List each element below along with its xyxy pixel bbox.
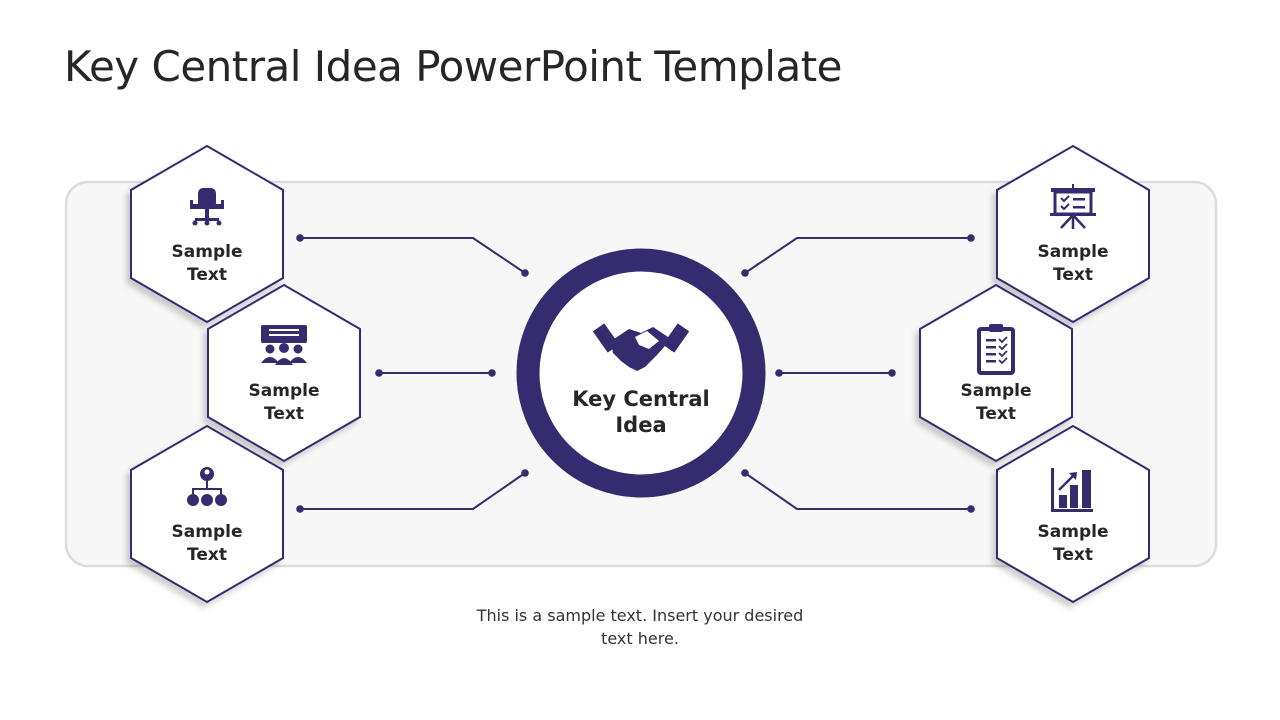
central-idea-label: Key Central Idea [572,387,710,437]
presentation-board-icon [1050,184,1096,229]
connector-line [300,237,526,274]
connector-line [744,237,971,274]
handshake-icon [592,323,690,371]
office-chair-icon [190,188,224,226]
team-meeting-icon [261,325,307,365]
hexagon-item [919,283,1073,463]
connector-dot [521,269,529,277]
label-line: Text [1053,265,1093,285]
label-line: Sample [248,381,320,401]
connector-dot [741,469,749,477]
connector-dot [741,269,749,277]
caption-text: This is a sample text. Insert your desir… [476,606,804,648]
connector-dot [967,234,975,242]
connector-dot [296,505,304,513]
label-line: Text [187,545,227,565]
hexagon-item [130,424,284,604]
hexagon-item [996,144,1150,324]
label-line: Sample [1037,242,1109,262]
hexagon-shape [996,424,1150,604]
clipboard-checklist-icon [977,324,1015,375]
page-title: Key Central Idea PowerPoint Template [64,42,843,91]
label-line: Sample [960,381,1032,401]
hexagon-shape [130,424,284,604]
bar-chart-growth-icon [1051,468,1093,512]
hexagon-item [130,144,284,324]
label-line: Sample [171,242,243,262]
connector-dot [521,469,529,477]
org-chart-icon [187,467,227,506]
label-line: Sample [171,522,243,542]
label-line: Text [264,404,304,424]
connector-line [744,472,971,510]
connector-dot [967,505,975,513]
connector-line [300,472,526,510]
central-ring [516,248,766,498]
hexagon-item [996,424,1150,604]
label-line: Text [187,265,227,285]
hexagon-shape [996,144,1150,324]
connector-dot [488,369,496,377]
hexagon-shape [130,144,284,324]
label-line: Text [1053,545,1093,565]
label-line: Sample [1037,522,1109,542]
connector-dot [296,234,304,242]
label-line: Text [976,404,1016,424]
hexagon-item [207,283,361,463]
hexagon-shape [207,283,361,463]
connector-dot [888,369,896,377]
connector-dot [775,369,783,377]
connector-dot [375,369,383,377]
